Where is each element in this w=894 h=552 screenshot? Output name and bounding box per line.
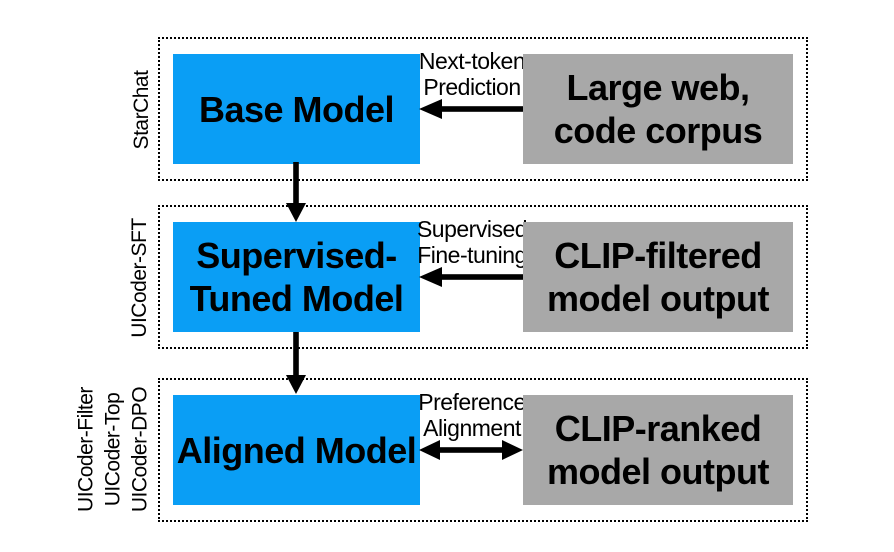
data-box-label: CLIP-ranked [554,408,762,449]
side-label-line: UICoder-Filter [74,387,98,512]
stage-frame-uicoder-aligned: Aligned Model Preference Alignment CLIP-… [158,378,808,522]
arrow-left-icon [419,267,523,287]
arrow-label-next-token-prediction: Next-token Prediction [418,48,526,100]
clip-ranked-model-output-box: CLIP-ranked model output [523,395,793,505]
arrow-down-icon [286,162,306,222]
supervised-tuned-model-box: Supervised- Tuned Model [173,222,420,332]
data-box-label: code corpus [553,110,763,151]
large-web-code-corpus-box: Large web, code corpus [523,54,793,164]
model-box-label: Supervised- [196,235,397,276]
side-label-line: StarChat [130,70,153,150]
arrow-label-supervised-fine-tuning: Supervised Fine-tuning [416,216,528,268]
side-label-line: UICoder-SFT [128,218,151,338]
data-box-label: model output [547,451,769,492]
side-label-line: UICoder-Top [101,392,125,507]
stage-side-label-starchat: StarChat [128,25,154,195]
clip-filtered-model-output-box: CLIP-filtered model output [523,222,793,332]
stage-frame-uicoder-sft: Supervised- Tuned Model Supervised Fine-… [158,205,808,349]
arrow-both-icon [419,440,523,460]
model-box-label: Base Model [198,88,395,130]
model-box-label: Tuned Model [189,278,404,319]
base-model-box: Base Model [173,54,420,164]
aligned-model-box: Aligned Model [173,395,420,505]
data-box-label: model output [547,278,769,319]
model-box-label: Aligned Model [176,429,417,471]
stage-side-label-uicoder-sft: UICoder-SFT [126,193,152,363]
arrow-left-icon [419,99,523,119]
stage-frame-starchat: Base Model Next-token Prediction Large w… [158,37,808,181]
data-box-label: CLIP-filtered [554,235,762,276]
stage-side-label-uicoder-variants: UICoder-Filter UICoder-Top UICoder-DPO [73,360,154,540]
data-box-label: Large web, [566,67,750,108]
arrow-label-preference-alignment: Preference Alignment [418,389,526,441]
side-label-line: UICoder-DPO [128,386,152,513]
